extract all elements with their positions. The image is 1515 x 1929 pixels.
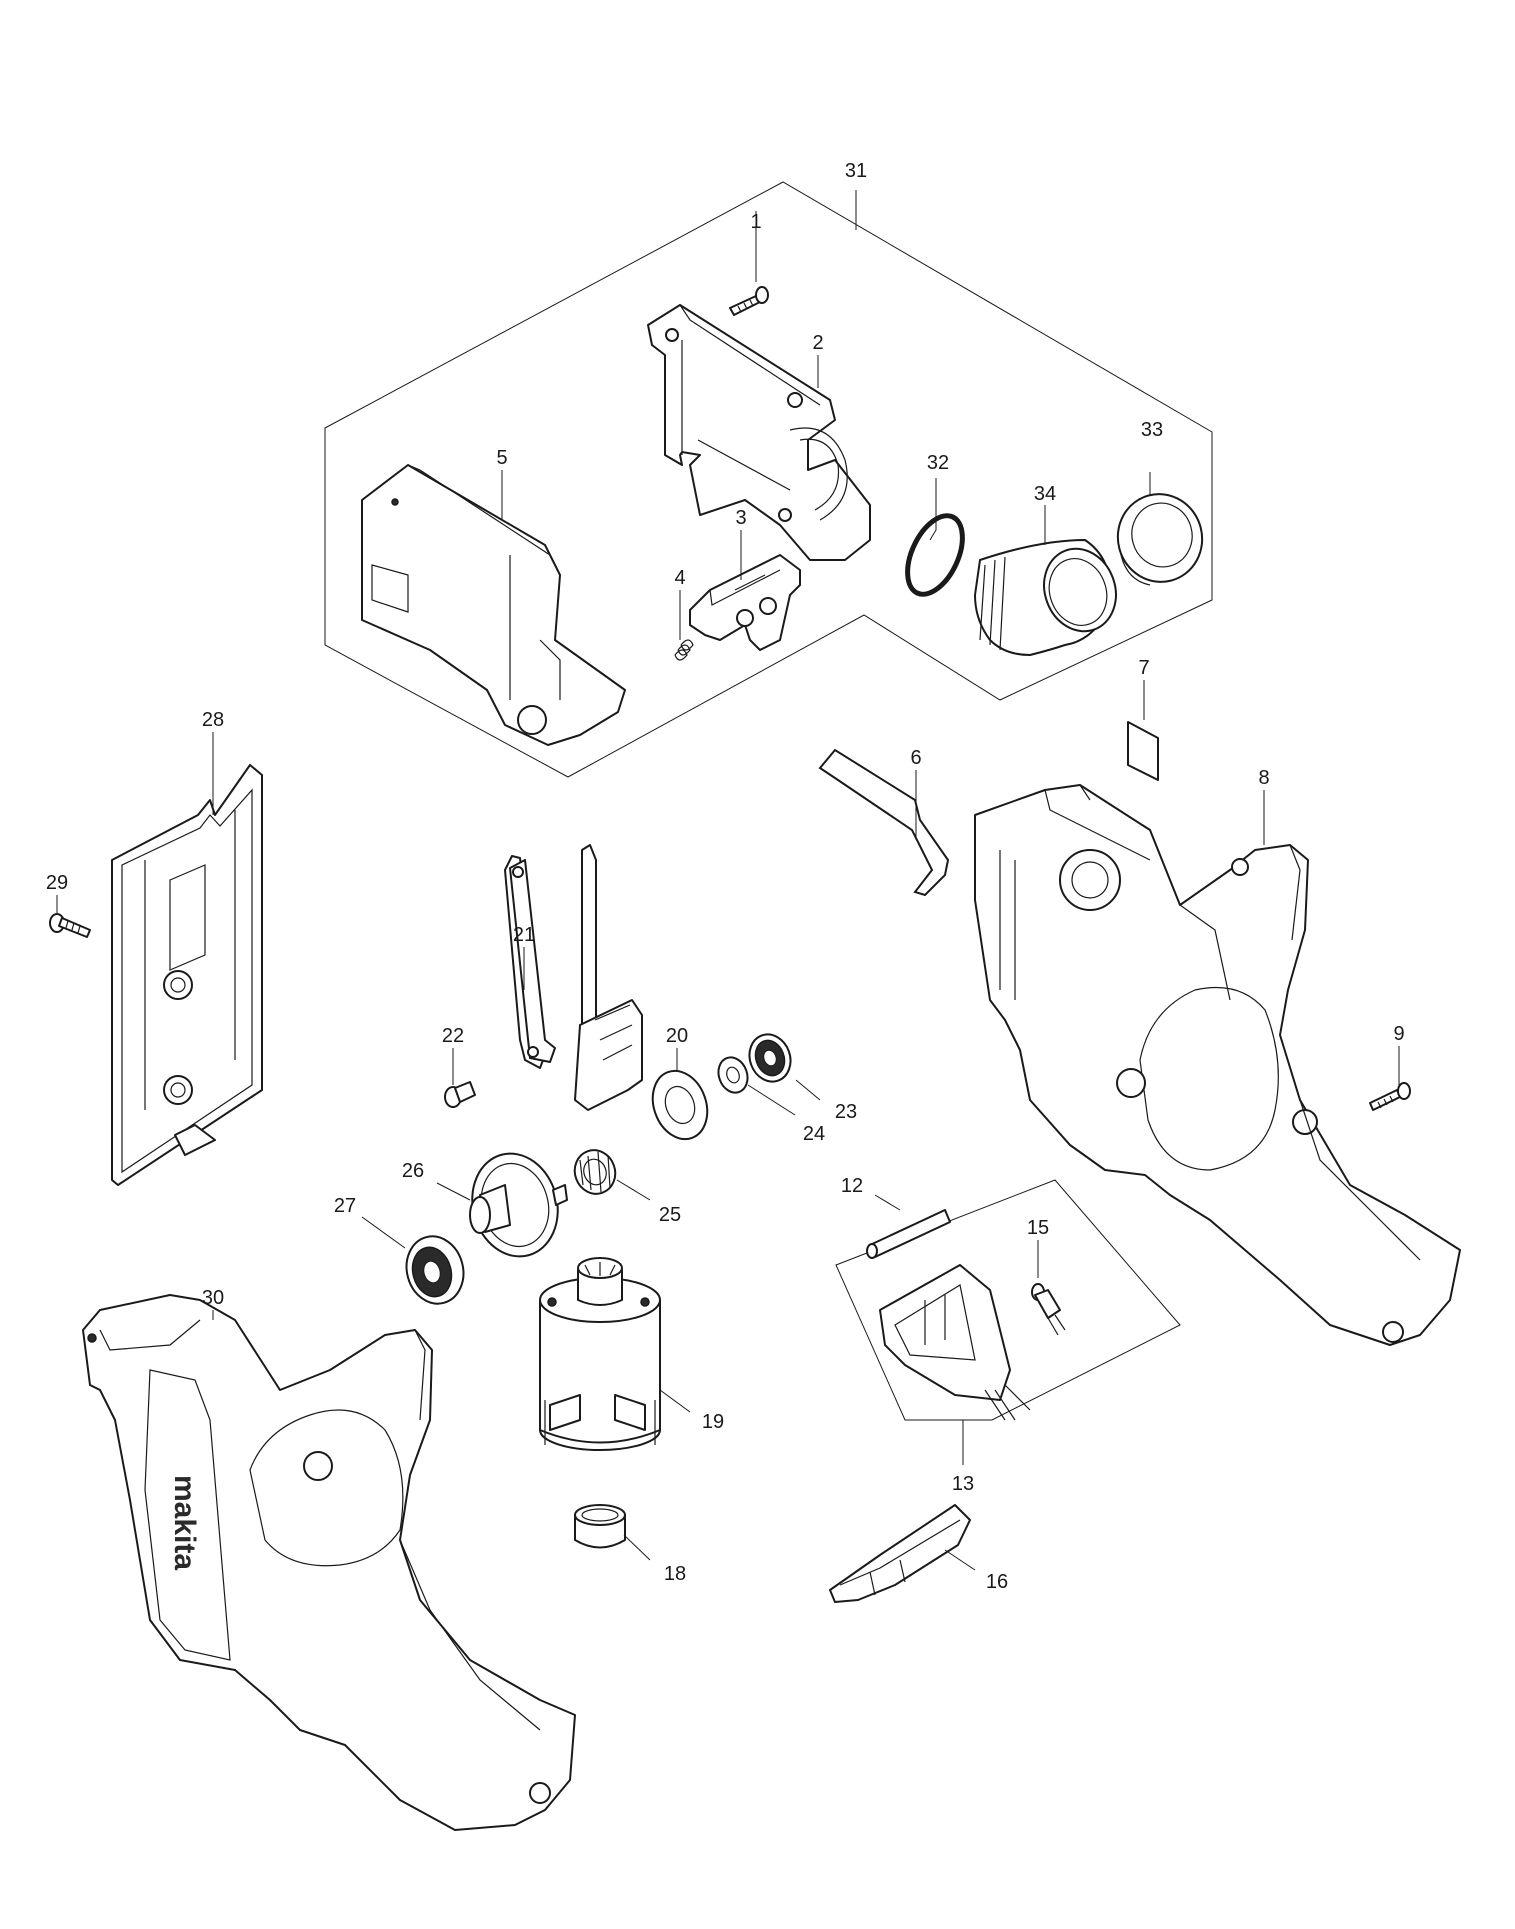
part-5-front-cover: [361, 464, 626, 746]
part-7-label: [1127, 721, 1159, 781]
callout-8: 8: [1258, 767, 1269, 789]
callout-31: 31: [845, 160, 867, 182]
part-29-screw: [49, 913, 91, 938]
callout-19: 19: [702, 1411, 724, 1433]
part-3-latch: [689, 554, 801, 651]
part-25-needle-bearing: [573, 1149, 617, 1195]
callout-32: 32: [927, 452, 949, 474]
callout-1: 1: [750, 211, 761, 233]
part-22-screw: [444, 1081, 476, 1108]
part-24-washer: [717, 1056, 749, 1094]
part-18-ring: [574, 1504, 626, 1549]
part-16-lever: [829, 1504, 971, 1603]
callout-22: 22: [442, 1025, 464, 1047]
callout-26: 26: [402, 1160, 424, 1182]
assembly-31-outline: [324, 181, 1213, 778]
callout-9: 9: [1393, 1023, 1404, 1045]
callout-29: 29: [46, 872, 68, 894]
callout-3: 3: [735, 507, 746, 529]
part-33-cap: [1116, 493, 1204, 586]
callout-12: 12: [841, 1175, 863, 1197]
part-8-right-housing: [974, 784, 1461, 1346]
part-19-motor: [539, 1257, 661, 1451]
callout-34: 34: [1034, 483, 1056, 505]
part-23-bearing: [748, 1033, 792, 1083]
part-21-plate: [504, 855, 556, 1069]
part-28-base-plate: [111, 764, 263, 1186]
callout-5: 5: [496, 447, 507, 469]
callout-13: 13: [952, 1473, 974, 1495]
part-26-gear: [469, 1152, 568, 1258]
callout-4: 4: [674, 567, 685, 589]
part-12-pin: [866, 1209, 951, 1259]
part-27-bearing: [405, 1235, 465, 1305]
callout-20: 20: [666, 1025, 688, 1047]
callout-labels: 1 2 3 4 5 6 7 8 9 12 13 15 16 18 19 20 2…: [46, 160, 1405, 1593]
callout-7: 7: [1138, 657, 1149, 679]
part-15-component: [1031, 1283, 1066, 1336]
part-32-o-ring: [905, 513, 965, 597]
part-6-hook: [818, 748, 950, 897]
part-20-brush-holder: [574, 844, 709, 1141]
callout-28: 28: [202, 709, 224, 731]
callout-6: 6: [910, 747, 921, 769]
part-30-left-housing: makita: [82, 1294, 576, 1831]
callout-18: 18: [664, 1563, 686, 1585]
part-13-switch: [879, 1264, 1031, 1421]
callout-30: 30: [202, 1287, 224, 1309]
housing-logo: makita: [168, 1475, 201, 1570]
part-2-bracket: [647, 304, 871, 561]
leader-lines: [56, 190, 1400, 1571]
callout-25: 25: [659, 1204, 681, 1226]
callout-23: 23: [835, 1101, 857, 1123]
part-9-screw: [1369, 1082, 1411, 1111]
part-4-spring: [674, 639, 694, 661]
part-34-nozzle: [974, 539, 1117, 656]
callout-24: 24: [803, 1123, 825, 1145]
part-1-screw: [729, 286, 769, 316]
callout-15: 15: [1027, 1217, 1049, 1239]
callout-33: 33: [1141, 419, 1163, 441]
callout-16: 16: [986, 1571, 1008, 1593]
callout-2: 2: [812, 332, 823, 354]
callout-27: 27: [334, 1195, 356, 1217]
assembly-13-outline: [835, 1179, 1181, 1421]
callout-21: 21: [513, 924, 535, 946]
